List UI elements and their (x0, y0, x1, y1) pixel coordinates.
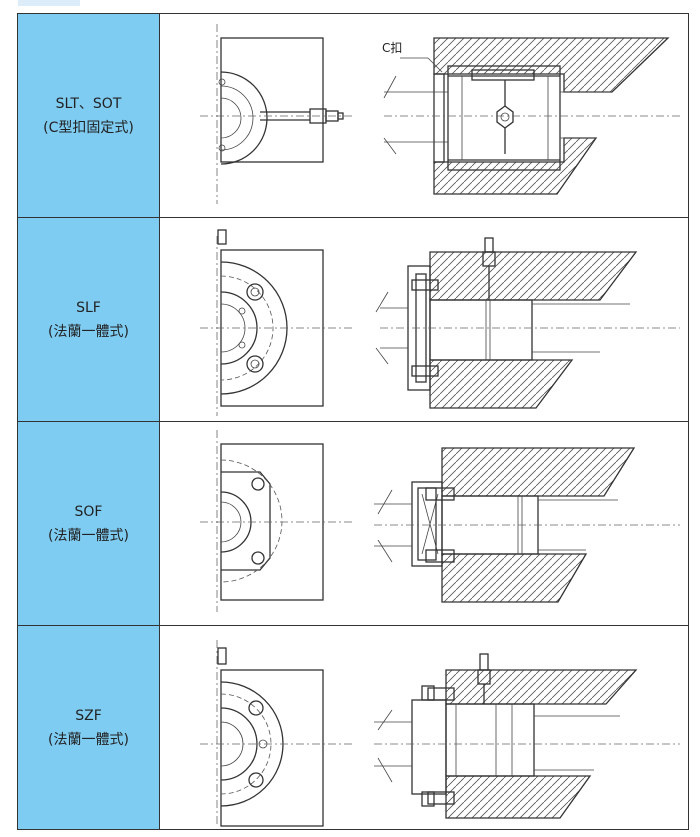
row-label-cell: SLT、SOT (C型扣固定式) (18, 14, 160, 217)
section-view (374, 653, 680, 819)
slf-drawing (200, 229, 680, 416)
row-label-cell: SOF (法蘭一體式) (18, 422, 160, 625)
table-row-slf: SLF (法蘭一體式) (18, 218, 688, 422)
model-name: SLF (76, 299, 101, 316)
front-view (200, 430, 355, 612)
sof-drawing (200, 430, 680, 612)
mount-type: (法蘭一體式) (48, 527, 129, 544)
mount-type: (法蘭一體式) (48, 731, 129, 748)
model-name: SZF (75, 707, 102, 724)
section-view (374, 447, 680, 603)
drawing-cell (160, 218, 688, 421)
slt-drawing: C扣 (200, 24, 680, 204)
mounting-type-table: SLT、SOT (C型扣固定式) (17, 13, 689, 830)
front-view (200, 640, 355, 827)
table-row-sof: SOF (法蘭一體式) (18, 422, 688, 626)
mount-type: (C型扣固定式) (43, 119, 134, 136)
top-color-strip (18, 0, 80, 6)
row-label-cell: SLF (法蘭一體式) (18, 218, 160, 421)
table-row-slt: SLT、SOT (C型扣固定式) (18, 14, 688, 218)
mount-type: (法蘭一體式) (48, 323, 129, 340)
model-name: SOF (74, 503, 103, 520)
section-view: C扣 (382, 37, 680, 195)
drawing-cell (160, 626, 688, 829)
drawing-cell (160, 422, 688, 625)
c-clip-callout: C扣 (382, 41, 402, 55)
drawing-cell: C扣 (160, 14, 688, 217)
front-view (200, 229, 355, 416)
front-view (200, 24, 355, 204)
szf-drawing (200, 640, 680, 827)
model-name: SLT、SOT (55, 95, 122, 112)
table-row-szf: SZF (法蘭一體式) (18, 626, 688, 829)
row-label-cell: SZF (法蘭一體式) (18, 626, 160, 829)
section-view (375, 237, 680, 409)
